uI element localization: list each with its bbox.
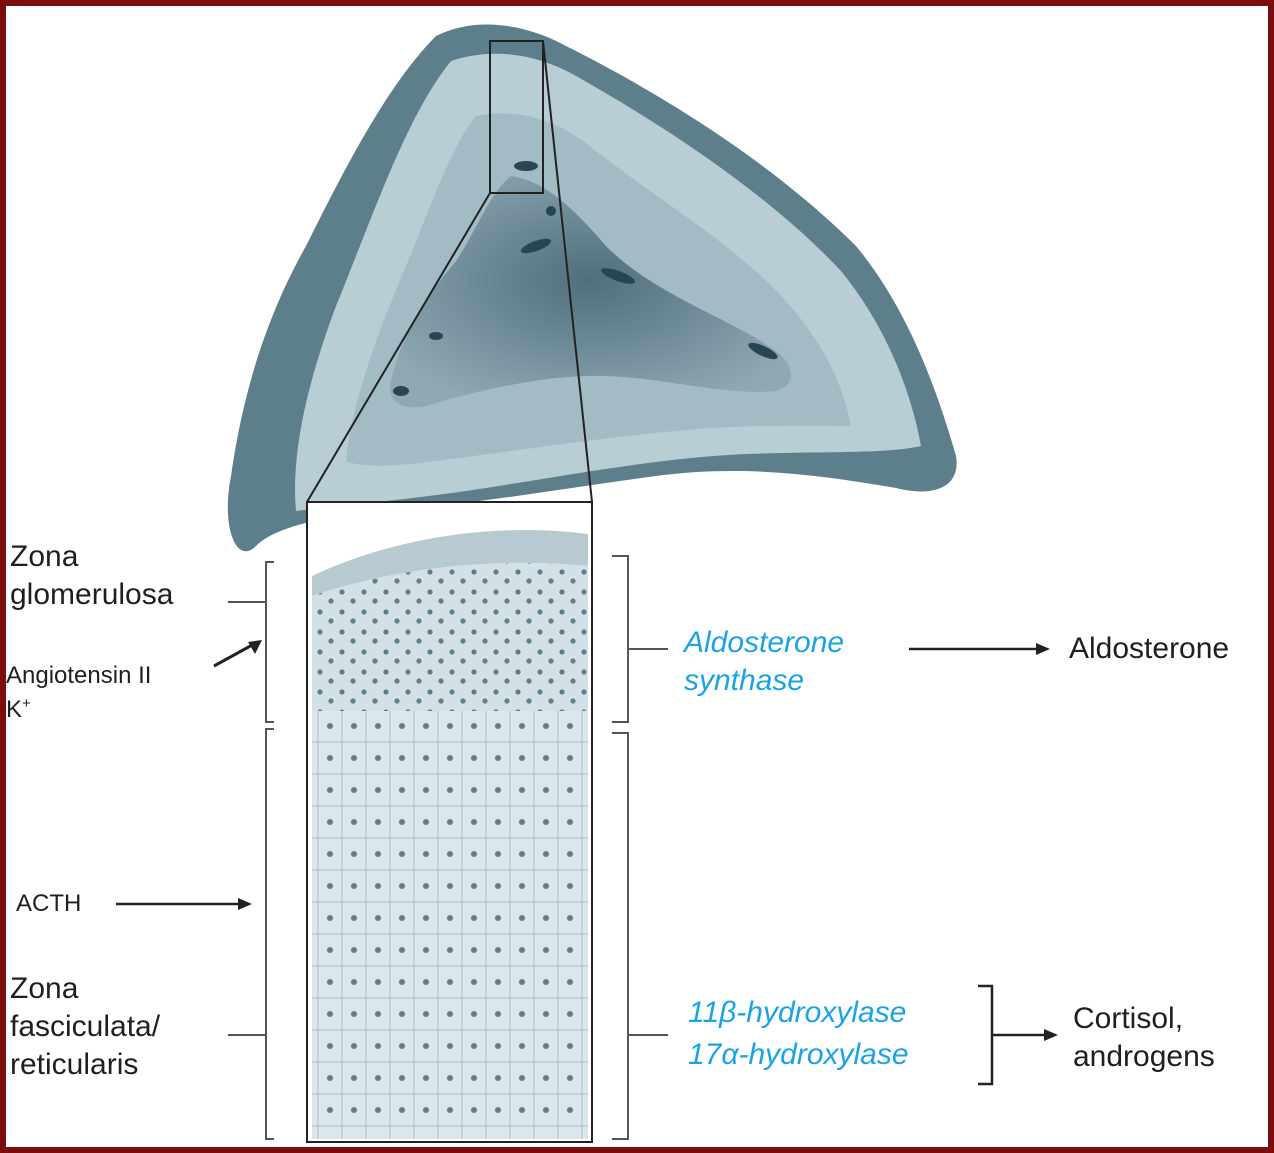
panel-fasciculata [312,711,588,1139]
vessel [546,206,556,216]
diagram-canvas: Zona glomerulosa Angiotensin II K+ ACTH … [6,6,1268,1147]
label-angiotensin: Angiotensin II [6,662,151,690]
label-17a-hydroxylase: 17α-hydroxylase [688,1036,909,1074]
bracket-right-bottom [612,733,628,1139]
label-zona-fasciculata: Zona fasciculata/ reticularis [10,970,160,1084]
label-zona-glomerulosa: Zona glomerulosa [10,538,173,614]
label-acth: ACTH [16,890,81,918]
bracket-enzymes [978,986,992,1084]
bracket-left-bottom [266,729,274,1139]
arrow-angiotensin [214,644,254,666]
vessel [393,386,409,396]
arrowhead-acth [238,898,252,910]
adrenal-illustration [6,6,1268,1147]
label-aldosterone-synthase: Aldosterone synthase [684,624,844,700]
arrowhead-cortisol [1044,1029,1058,1041]
vessel [514,161,538,171]
label-aldosterone: Aldosterone [1069,630,1229,668]
label-11b-hydroxylase: 11β-hydroxylase [688,994,906,1032]
arrowhead-aldosterone [1036,643,1050,655]
bracket-right-top [612,556,628,722]
label-potassium: K+ [6,690,31,724]
panel-glomerulosa [312,563,588,711]
bracket-left-top [266,562,274,722]
vessel [429,332,443,340]
label-cortisol-androgens: Cortisol, androgens [1073,1000,1215,1076]
